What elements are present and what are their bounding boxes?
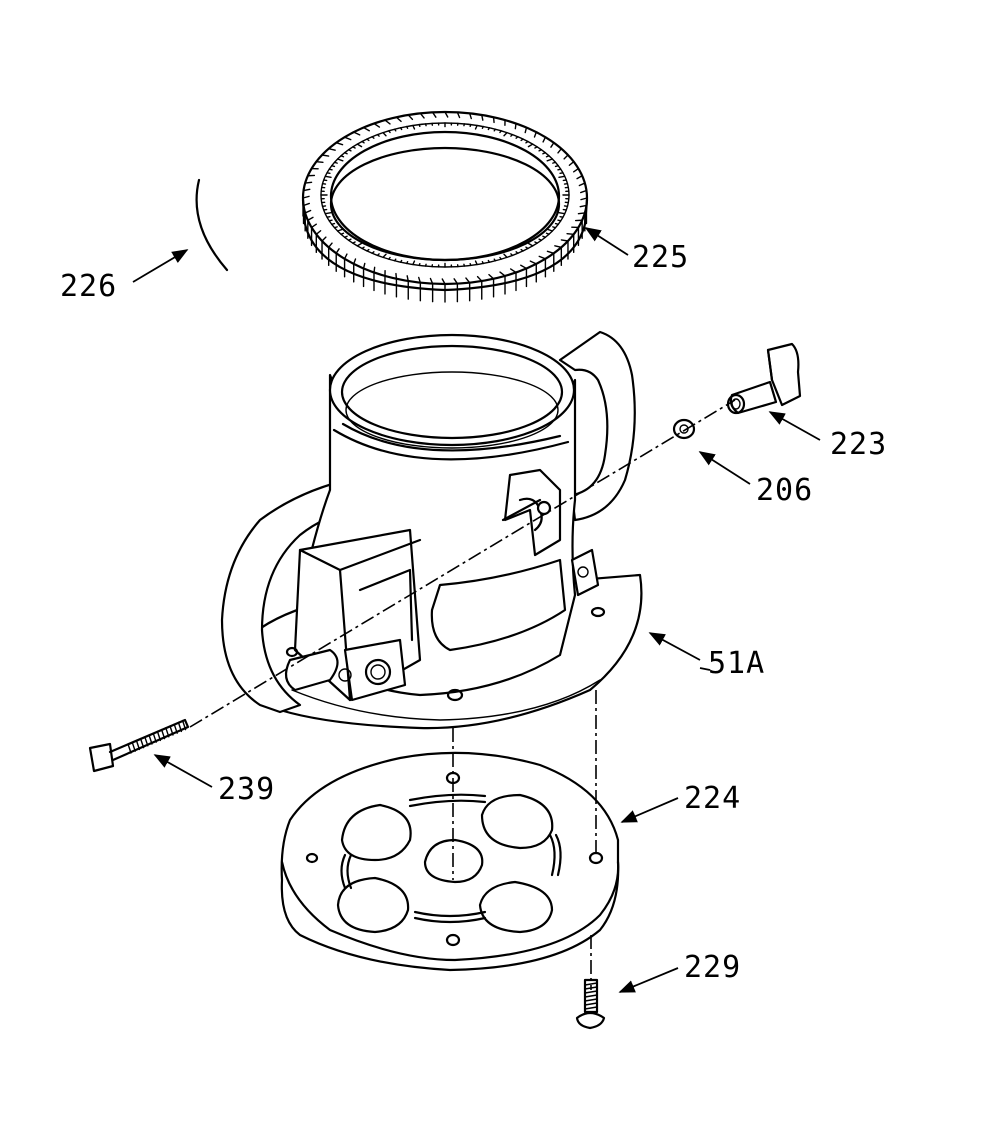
part-239-bolt [88,718,190,773]
part-229-screw [575,978,606,1030]
part-225-knurled-ring [301,110,589,303]
callout-224: 224 [684,781,741,816]
part-51A-housing [220,330,643,730]
callout-226: 226 [60,269,117,304]
callout-206: 206 [756,473,813,508]
part-224-sub-base [280,751,620,972]
callout-239: 239 [218,772,275,807]
part-223-thumb-screw [726,342,802,415]
callout-225: 225 [632,240,689,275]
part-226-arc [195,178,229,272]
callout-51A: 51A [708,646,765,681]
leader-lines [132,227,821,993]
callout-229: 229 [684,950,741,985]
callout-223: 223 [830,427,887,462]
assembly-lines [189,399,736,990]
part-206-washer [672,418,696,440]
